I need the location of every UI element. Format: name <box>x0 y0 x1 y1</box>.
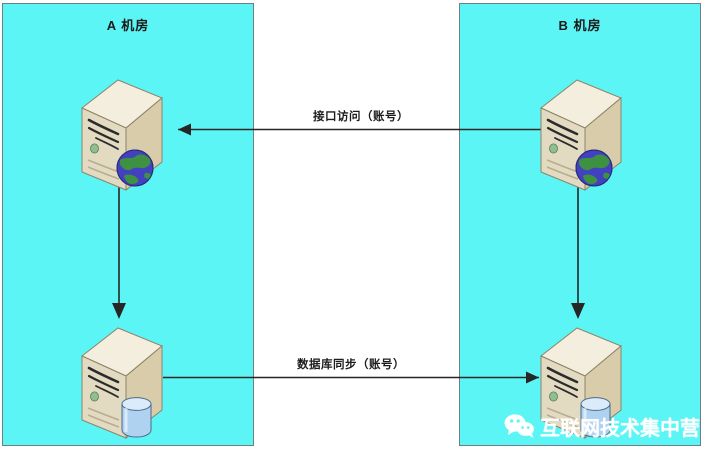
server-b-db[interactable] <box>533 320 625 442</box>
globe-icon <box>116 149 154 187</box>
server-icon <box>81 79 163 192</box>
server-icon <box>81 327 163 440</box>
server-icon <box>540 327 622 440</box>
server-icon <box>540 79 622 192</box>
room-b-title: B 机房 <box>558 18 602 33</box>
room-a-title: A 机房 <box>106 18 150 33</box>
edge-api-label: 接口访问（账号） <box>313 109 409 123</box>
watermark-text: 互联网技术集中营 <box>540 417 700 440</box>
server-b-web[interactable] <box>533 72 625 194</box>
server-a-db[interactable] <box>74 320 166 442</box>
edge-db-sync-label: 数据库同步（账号） <box>297 357 405 371</box>
wechat-icon <box>504 414 534 438</box>
watermark: 互联网技术集中营 <box>503 409 700 443</box>
database-icon <box>121 397 152 438</box>
globe-icon <box>575 149 613 187</box>
server-a-web[interactable] <box>74 72 166 194</box>
database-icon <box>580 397 611 438</box>
